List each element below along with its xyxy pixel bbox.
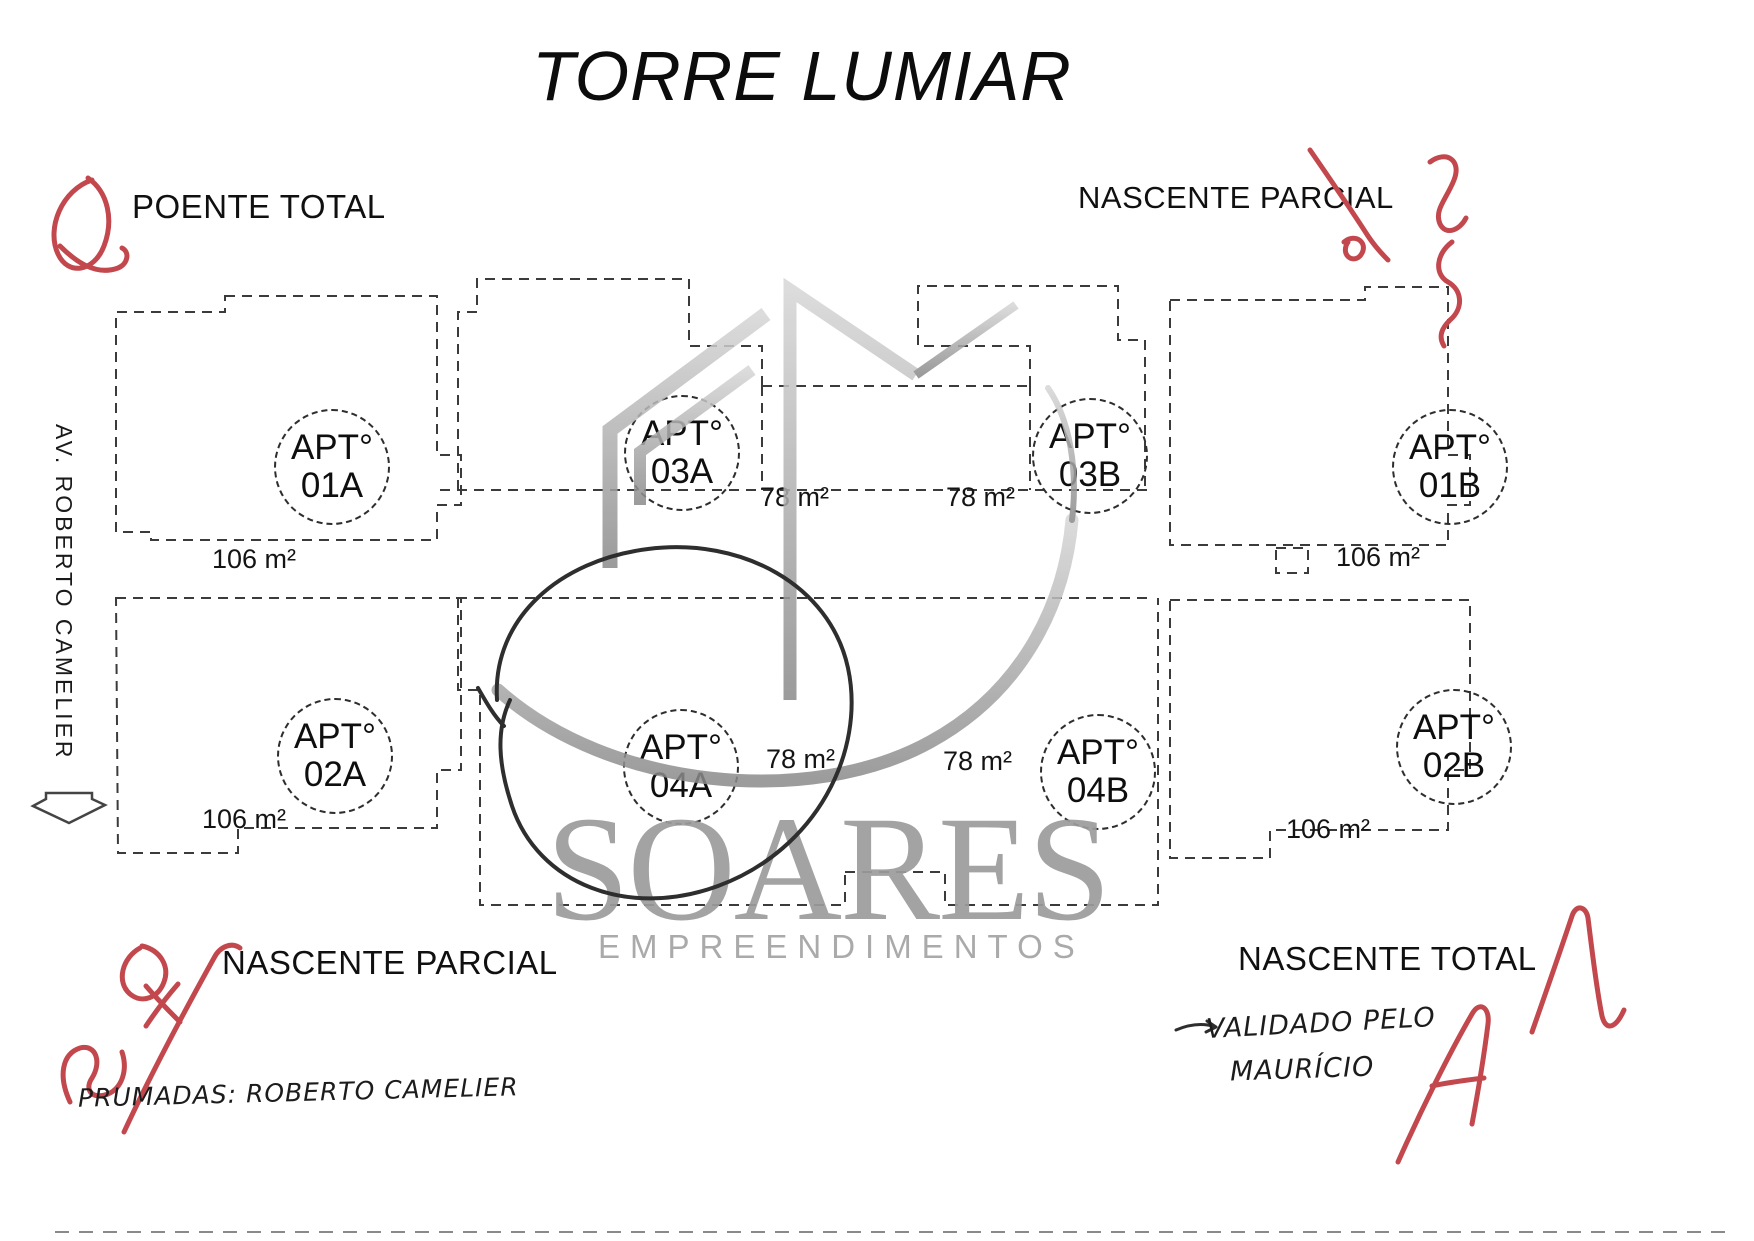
area-label-04b: 78 m² <box>943 746 1013 776</box>
black-circle-tail <box>476 686 506 728</box>
orientation-label-top-left: POENTE TOTAL <box>132 188 386 225</box>
logo-right-diagonal <box>913 301 1019 379</box>
orientation-label-top-right: NASCENTE PARCIAL <box>1078 180 1394 215</box>
street-label: AV. ROBERTO CAMELIER <box>51 424 77 761</box>
apt-circle-02b: APT° 02B <box>1396 689 1512 805</box>
area-label-01a: 106 m² <box>212 544 297 574</box>
handwritten-validation-line1: VALIDADO PELO <box>1205 1002 1437 1045</box>
apt-circle-01b: APT° 01B <box>1392 409 1508 525</box>
apt-label: APT° <box>293 716 377 756</box>
area-label-04a: 78 m² <box>766 744 836 774</box>
apt-circle-03a: APT° 03A <box>624 395 740 511</box>
orientation-label-bottom-left: NASCENTE PARCIAL <box>222 944 558 981</box>
logo-swoosh <box>491 513 1079 788</box>
apt-label: APT° <box>1048 416 1132 456</box>
area-label-01b: 106 m² <box>1336 542 1421 572</box>
apt-number: 02A <box>303 754 367 794</box>
area-label-03a: 78 m² <box>760 482 830 512</box>
apt-label: APT° <box>290 427 374 467</box>
red-initial-bottom-right-n <box>1529 905 1627 1035</box>
apt-label: APT° <box>1412 707 1496 747</box>
apt-label: APT° <box>639 727 723 767</box>
handwritten-bottom-note: PRUMADAS: ROBERTO CAMELIER <box>77 1072 519 1113</box>
apt-number: 02B <box>1422 745 1486 785</box>
apt-number: 01B <box>1418 465 1482 505</box>
apt-label: APT° <box>1408 427 1492 467</box>
area-label-02a: 106 m² <box>202 804 287 834</box>
apt-label: APT° <box>640 413 724 453</box>
apt-circle-03b: APT° 03B <box>1032 398 1148 514</box>
orientation-label-bottom-right: NASCENTE TOTAL <box>1238 940 1537 977</box>
red-initial-top-left <box>51 175 130 273</box>
core-recess-line <box>761 385 1031 490</box>
watermark-word: SOARES <box>546 786 1111 952</box>
service-shaft-box <box>1275 547 1309 574</box>
apt-circle-01a: APT° 01A <box>274 409 390 525</box>
watermark-subtitle: EMPREENDIMENTOS <box>598 928 1085 965</box>
handwritten-validation-line2: MAURÍCIO <box>1229 1051 1375 1088</box>
apt-number: 03A <box>650 451 714 491</box>
area-label-02b: 106 m² <box>1286 814 1371 844</box>
apt-number: 03B <box>1058 454 1122 494</box>
apt-label: APT° <box>1056 732 1140 772</box>
apt-number: 01A <box>300 465 364 505</box>
apt-circle-02a: APT° 02A <box>277 698 393 814</box>
red-initial-top-right <box>1427 154 1469 349</box>
page-title: TORRE LUMIAR <box>532 37 1072 115</box>
area-label-03b: 78 m² <box>946 482 1016 512</box>
down-arrow-icon <box>30 791 108 825</box>
